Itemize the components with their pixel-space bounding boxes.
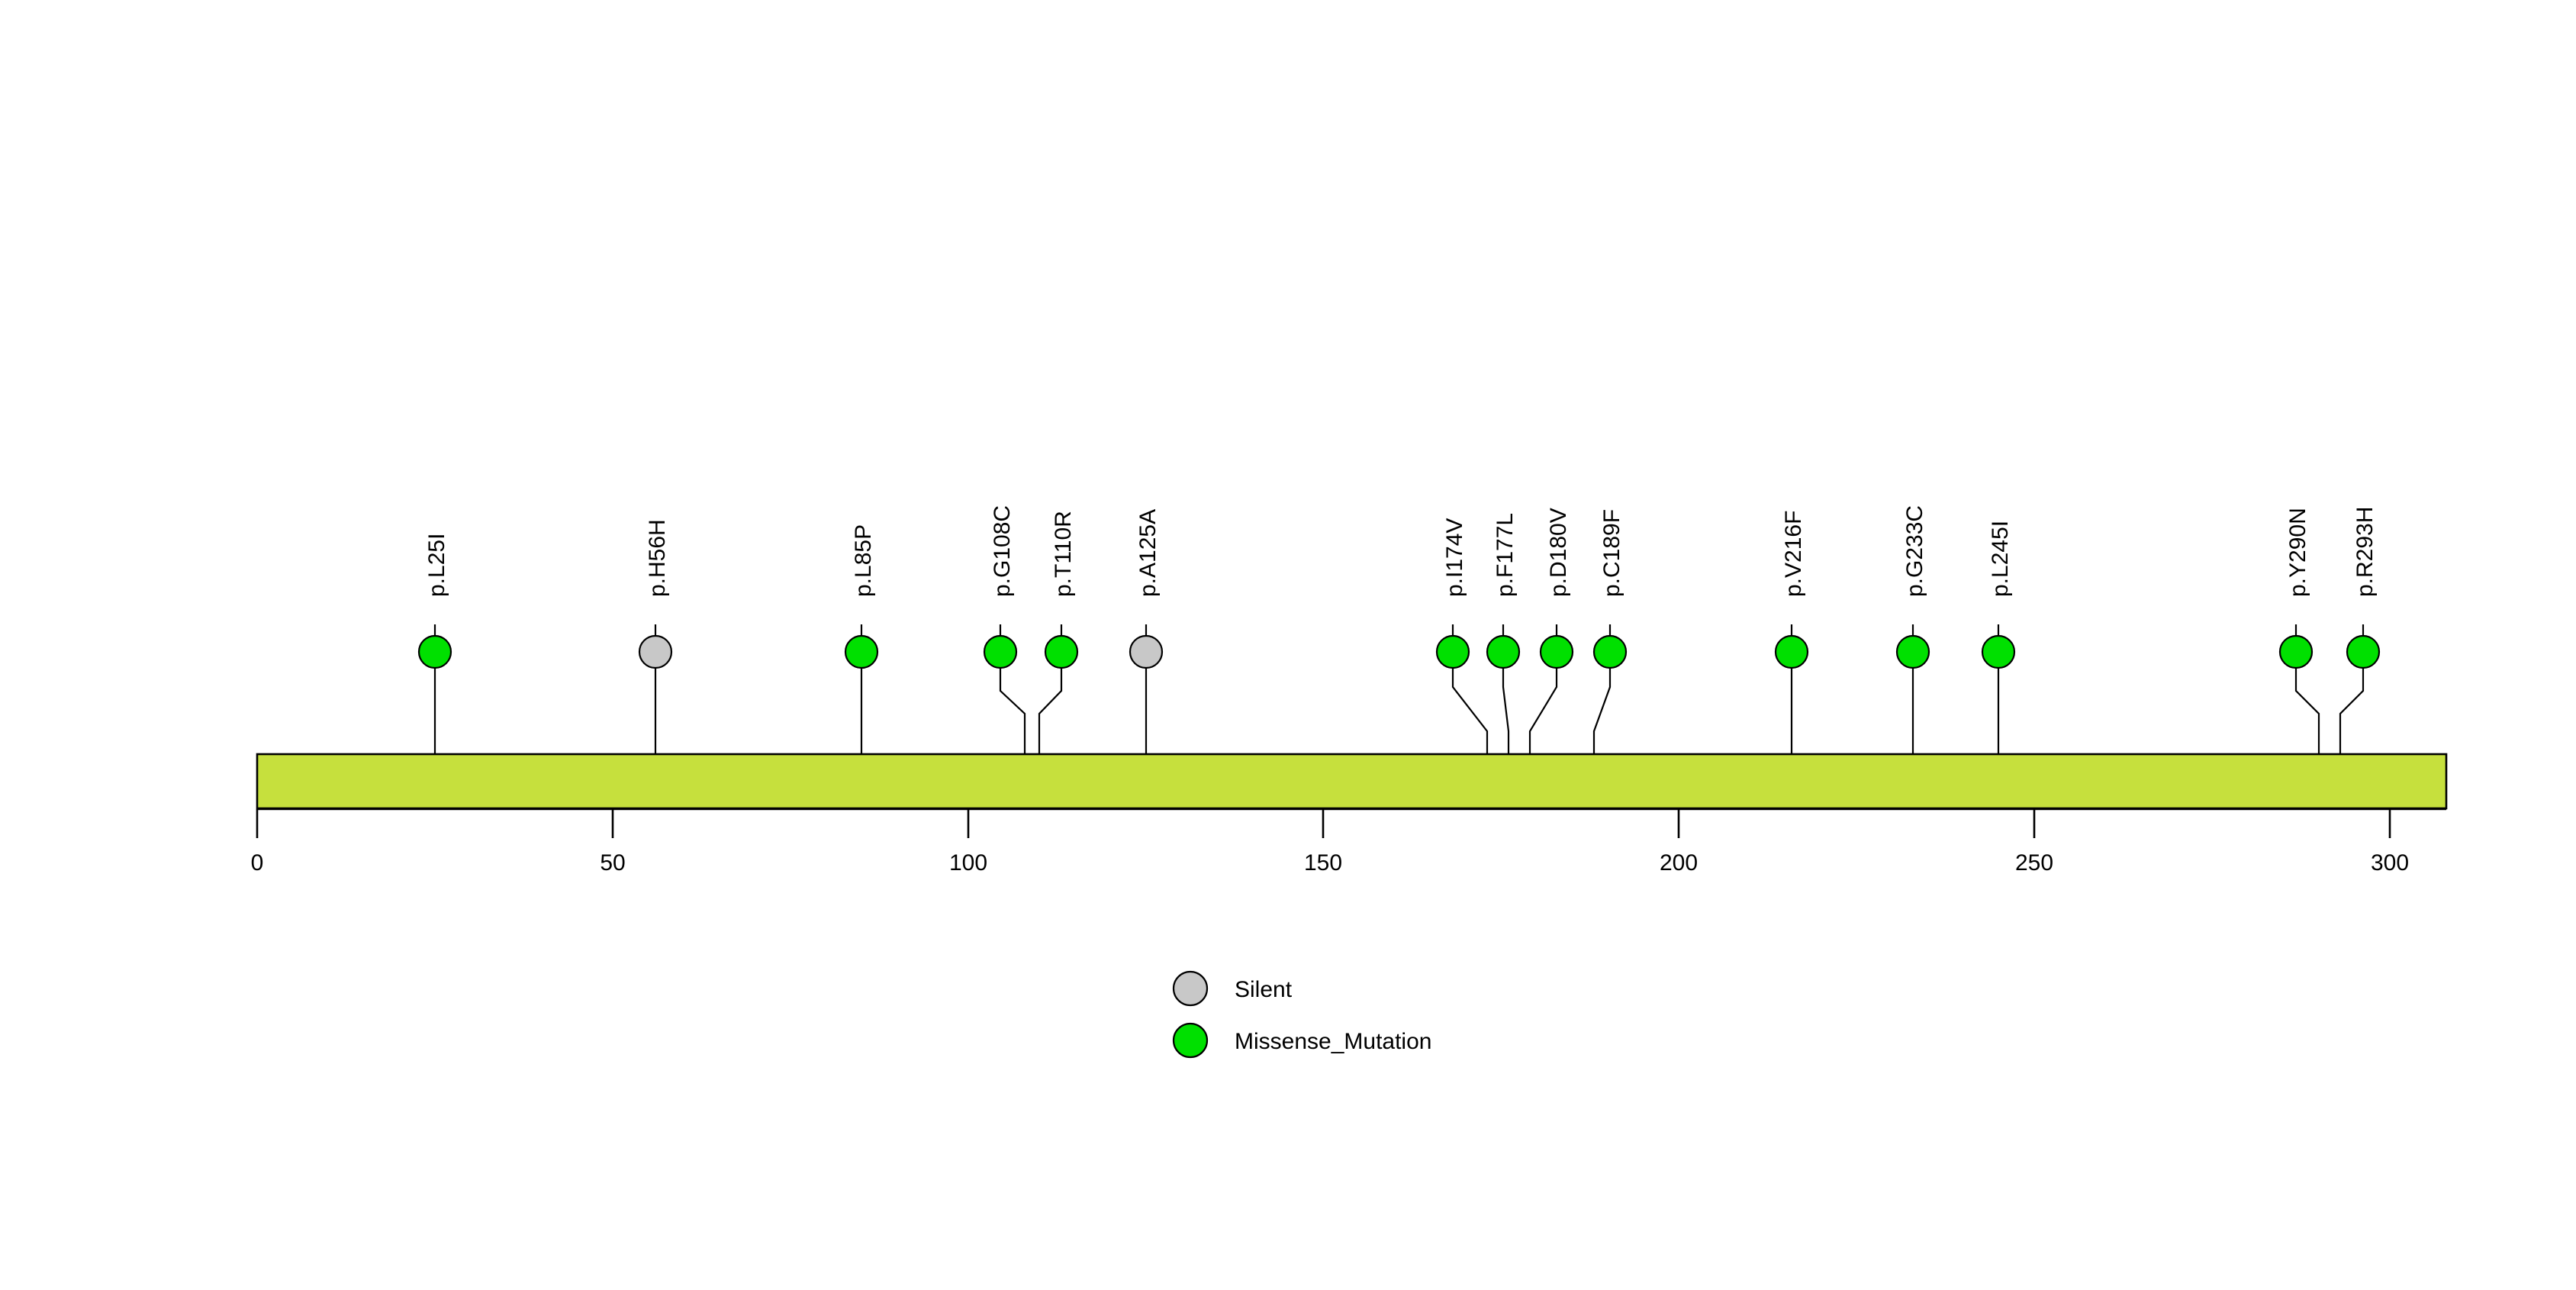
lollipop-p-l245i[interactable]: p.L245I bbox=[1981, 521, 2016, 754]
lollipop-label: p.L25I bbox=[424, 534, 449, 597]
lollipop-p-f177l[interactable]: p.F177L bbox=[1486, 513, 1521, 754]
protein-domain-bar[interactable] bbox=[256, 753, 2448, 810]
lollipop-label: p.H56H bbox=[645, 519, 670, 597]
x-axis-tick-label-50: 50 bbox=[600, 850, 625, 876]
x-axis-tick-label-250: 250 bbox=[2015, 850, 2053, 876]
lollipop-marker[interactable] bbox=[844, 634, 879, 669]
lollipop-label: p.G108C bbox=[990, 505, 1015, 597]
lollipop-label: p.V216F bbox=[1781, 511, 1806, 597]
lollipop-marker[interactable] bbox=[2346, 634, 2381, 669]
protein-domain-bar-group bbox=[256, 753, 2448, 810]
x-axis-tick-label-200: 200 bbox=[1660, 850, 1698, 876]
lollipop-p-t110r[interactable]: p.T110R bbox=[1038, 511, 1079, 754]
lollipop-marker[interactable] bbox=[1129, 634, 1164, 669]
lollipop-marker[interactable] bbox=[638, 634, 673, 669]
lollipop-label: p.L245I bbox=[1988, 521, 2013, 597]
lollipop-p-l25i[interactable]: p.L25I bbox=[417, 534, 452, 754]
lollipop-p-g108c[interactable]: p.G108C bbox=[983, 505, 1026, 754]
lollipop-label: p.D180V bbox=[1546, 508, 1571, 597]
lollipop-p-c189f[interactable]: p.C189F bbox=[1592, 509, 1628, 754]
lollipop-p-l85p[interactable]: p.L85P bbox=[844, 524, 879, 754]
lollipop-marker[interactable] bbox=[1774, 634, 1809, 669]
lollipop-label: p.I174V bbox=[1442, 518, 1467, 597]
lollipop-marker[interactable] bbox=[983, 634, 1018, 669]
lollipop-p-i174v[interactable]: p.I174V bbox=[1435, 518, 1489, 754]
x-axis-tick-label-300: 300 bbox=[2371, 850, 2409, 876]
lollipop-label: p.C189F bbox=[1599, 509, 1624, 597]
lollipop-p-a125a[interactable]: p.A125A bbox=[1129, 509, 1164, 754]
lollipop-label: p.L85P bbox=[851, 524, 876, 597]
x-axis-tick-label-100: 100 bbox=[949, 850, 987, 876]
x-axis-group: 0 50 100 150 200 250 300 bbox=[251, 808, 2446, 876]
lollipop-p-v216f[interactable]: p.V216F bbox=[1774, 511, 1809, 754]
lollipop-label: p.G233C bbox=[1902, 505, 1927, 597]
legend-label-silent: Silent bbox=[1235, 977, 1293, 1002]
lollipop-marker[interactable] bbox=[1486, 634, 1521, 669]
lollipop-marker[interactable] bbox=[417, 634, 452, 669]
legend: Silent Missense_Mutation bbox=[1172, 970, 1431, 1059]
legend-item-silent[interactable]: Silent bbox=[1172, 970, 1293, 1007]
legend-item-missense-mutation[interactable]: Missense_Mutation bbox=[1172, 1022, 1431, 1059]
lollipop-p-h56h[interactable]: p.H56H bbox=[638, 519, 673, 754]
lollipop-marker[interactable] bbox=[2278, 634, 2314, 669]
lollipop-marker[interactable] bbox=[1539, 634, 1574, 669]
lollipop-p-g233c[interactable]: p.G233C bbox=[1895, 505, 1930, 754]
lollipop-label: p.A125A bbox=[1135, 509, 1161, 597]
legend-swatch-silent bbox=[1172, 970, 1209, 1007]
x-axis-tick-label-0: 0 bbox=[251, 850, 264, 876]
lollipop-marker[interactable] bbox=[1044, 634, 1079, 669]
lollipop-marker[interactable] bbox=[1592, 634, 1628, 669]
lollipop-marker[interactable] bbox=[1435, 634, 1470, 669]
lollipop-p-d180v[interactable]: p.D180V bbox=[1528, 508, 1574, 754]
lollipop-label: p.R293H bbox=[2352, 507, 2378, 597]
lollipop-label: p.F177L bbox=[1492, 513, 1518, 597]
lollipop-p-r293h[interactable]: p.R293H bbox=[2339, 507, 2381, 754]
lollipop-label: p.T110R bbox=[1051, 511, 1076, 597]
legend-swatch-missense-mutation bbox=[1172, 1022, 1209, 1059]
lollipop-p-y290n[interactable]: p.Y290N bbox=[2278, 508, 2320, 754]
legend-label-missense-mutation: Missense_Mutation bbox=[1235, 1029, 1431, 1054]
lollipop-label: p.Y290N bbox=[2285, 508, 2310, 597]
lollipop-marker[interactable] bbox=[1895, 634, 1930, 669]
lollipop-marker[interactable] bbox=[1981, 634, 2016, 669]
x-axis-tick-label-150: 150 bbox=[1304, 850, 1342, 876]
